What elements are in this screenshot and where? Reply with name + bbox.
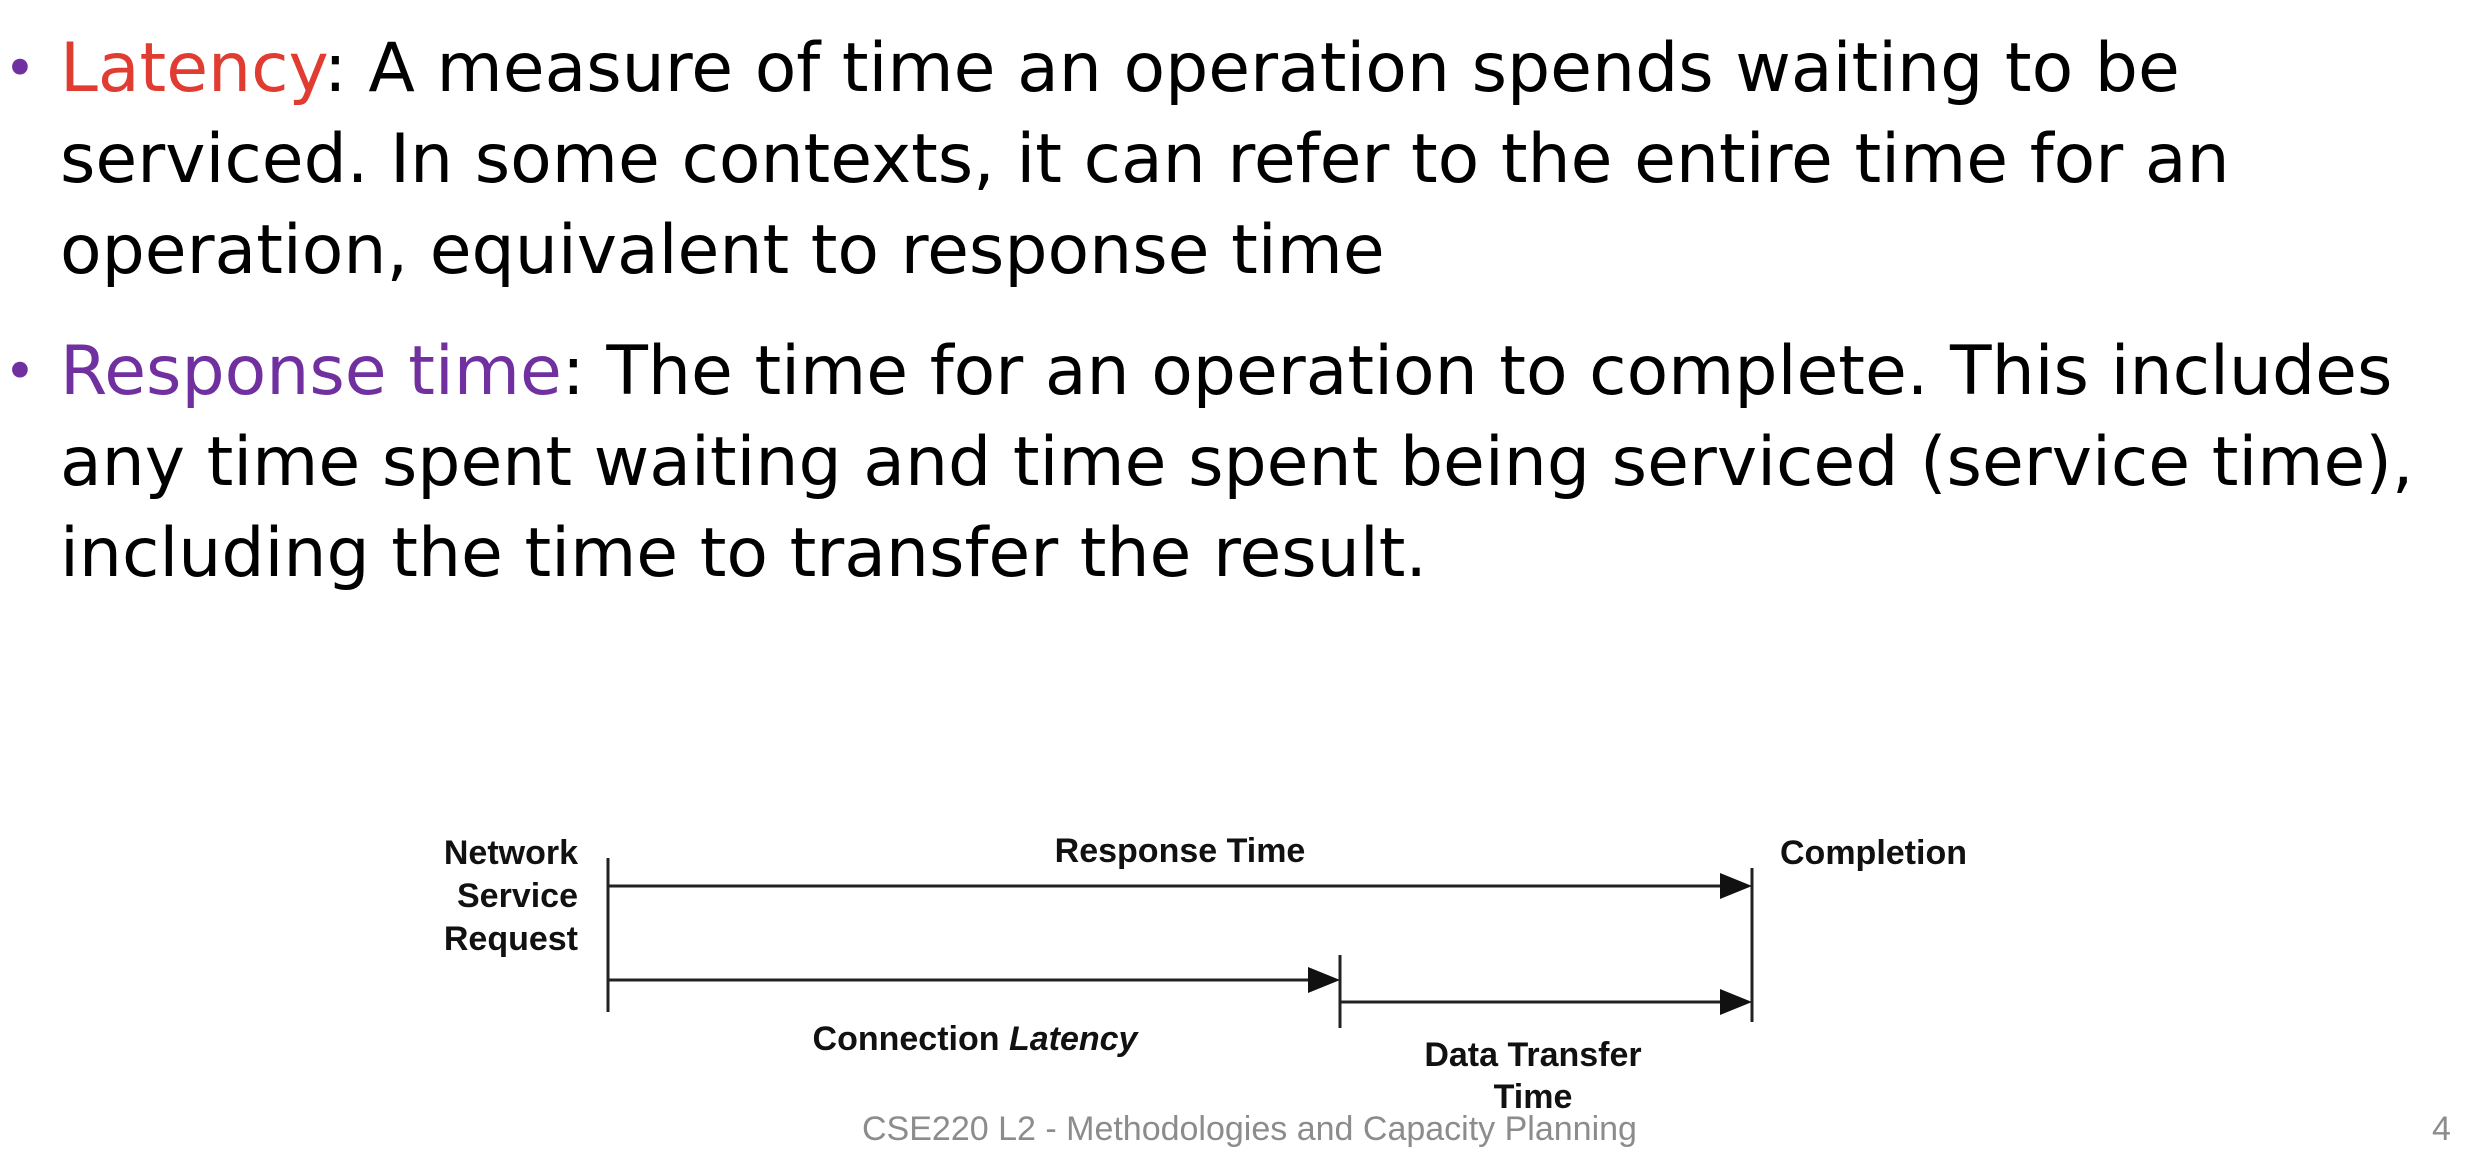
completion-label: Completion (1780, 834, 1967, 872)
page-number: 4 (2432, 1110, 2451, 1148)
term-latency: Latency (60, 29, 324, 108)
request-label-line-1: Network (444, 834, 578, 872)
bullet-marker: • (4, 37, 36, 100)
definition-latency: : A measure of time an operation spends … (60, 29, 2230, 290)
connection-latency-arrowhead (1308, 967, 1340, 993)
response-time-arrowhead (1720, 873, 1752, 899)
bullet-marker: • (4, 340, 36, 403)
data-transfer-arrowhead (1720, 989, 1752, 1015)
request-label-line-3: Request (444, 920, 578, 958)
connection-latency-label: Connection Latency (813, 1020, 1140, 1058)
bullet-text-latency: Latency: A measure of time an operation … (60, 23, 2455, 296)
term-response-time: Response time (60, 332, 562, 411)
response-time-diagram: Network Service Request Response Time Co… (444, 832, 1967, 1116)
connection-label-italic: Latency (1009, 1020, 1140, 1058)
response-time-label: Response Time (1055, 832, 1306, 870)
transfer-label-line-2: Time (1494, 1078, 1573, 1116)
bullet-text-response-time: Response time: The time for an operation… (60, 326, 2455, 599)
slide-footer: CSE220 L2 - Methodologies and Capacity P… (862, 1110, 1637, 1148)
definition-response-time: : The time for an operation to complete.… (60, 332, 2414, 593)
connection-label-plain: Connection (813, 1020, 1009, 1058)
request-label-line-2: Service (457, 877, 578, 915)
transfer-label-line-1: Data Transfer (1424, 1036, 1641, 1074)
